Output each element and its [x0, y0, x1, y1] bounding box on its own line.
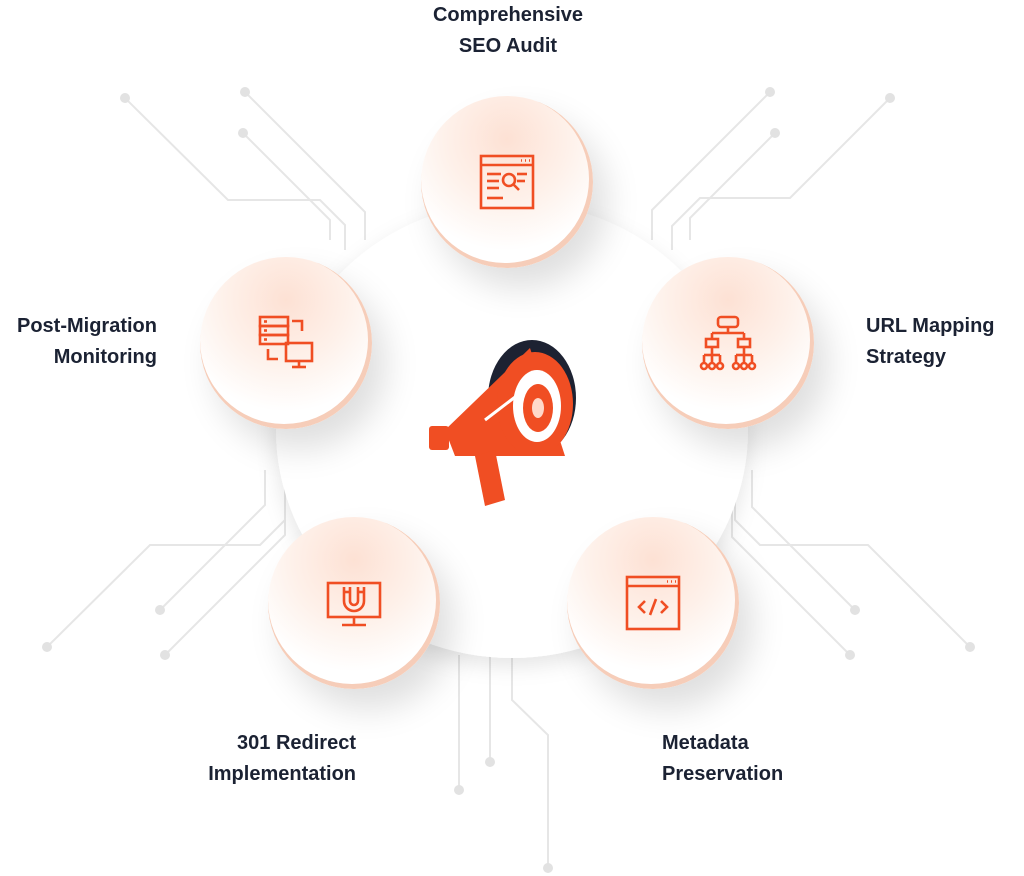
server-monitor-icon [258, 315, 314, 369]
step-post-migration-circle [200, 257, 372, 429]
step-metadata-circle [567, 517, 739, 689]
label-line: Metadata [662, 732, 749, 754]
step-seo-audit-circle [421, 96, 593, 268]
code-window-icon [625, 575, 681, 631]
label-line: Strategy [866, 346, 947, 368]
label-line: Implementation [208, 763, 356, 785]
label-line: SEO Audit [458, 35, 558, 57]
step-301-redirect-circle [268, 517, 440, 689]
seo-audit-icon [479, 154, 535, 210]
label-metadata: Metadata Preservation [662, 728, 822, 790]
step-url-mapping-circle [642, 257, 814, 429]
label-line: Comprehensive [432, 4, 584, 26]
label-line: Post-Migration [17, 315, 157, 337]
magnet-monitor-icon [326, 581, 382, 627]
label-line: 301 Redirect [237, 732, 356, 754]
megaphone-icon [429, 340, 576, 506]
label-line: URL Mapping [866, 315, 995, 337]
label-301-redirect: 301 Redirect Implementation [176, 728, 356, 790]
sitemap-icon [699, 315, 757, 371]
label-line: Monitoring [53, 346, 157, 368]
label-seo-audit: Comprehensive SEO Audit [408, 0, 608, 62]
label-post-migration: Post-Migration Monitoring [0, 311, 157, 373]
label-url-mapping: URL Mapping Strategy [866, 311, 1016, 373]
label-line: Preservation [662, 763, 784, 785]
